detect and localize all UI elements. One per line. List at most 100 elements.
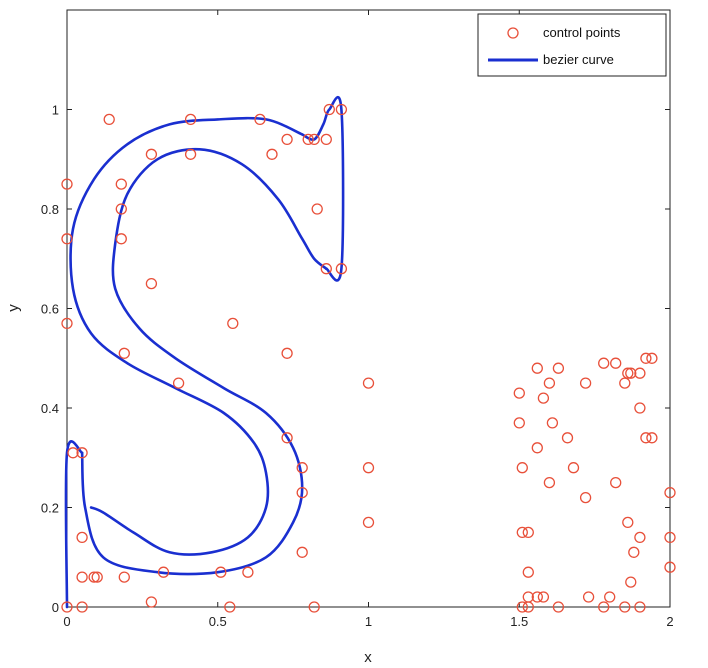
control-point-marker	[76, 531, 88, 544]
control-point-marker	[598, 357, 610, 369]
y-tick-label: 0.8	[41, 202, 59, 217]
legend: control points bezier curve	[477, 13, 667, 77]
control-point-marker	[516, 462, 528, 474]
control-point-marker	[604, 591, 616, 603]
control-point-marker	[516, 601, 528, 613]
control-point-marker	[610, 476, 622, 489]
x-tick-label: 2	[666, 614, 673, 629]
control-point-marker	[619, 601, 631, 613]
control-point-marker	[567, 462, 580, 474]
control-point-marker	[61, 601, 73, 613]
control-point-marker	[516, 526, 528, 539]
control-point-marker	[103, 113, 115, 126]
control-point-marker	[91, 571, 103, 583]
control-point-marker	[311, 203, 323, 215]
control-point-marker	[531, 442, 543, 454]
control-point-marker	[224, 601, 236, 613]
control-point-marker	[302, 133, 314, 146]
control-point-marker	[362, 462, 375, 474]
y-tick-label: 0	[52, 600, 59, 615]
control-point-marker	[622, 516, 634, 529]
y-axis-label: y	[5, 304, 22, 312]
control-point-marker	[335, 103, 348, 116]
control-point-marker	[543, 377, 556, 389]
control-point-marker	[76, 571, 88, 583]
control-point-marker	[619, 377, 631, 389]
control-point-marker	[227, 317, 239, 330]
control-point-marker	[118, 571, 130, 583]
control-point-marker	[634, 601, 646, 613]
control-point-marker	[561, 432, 574, 444]
control-point-marker	[552, 601, 565, 613]
control-point-marker	[320, 133, 332, 146]
control-point-marker	[296, 486, 308, 499]
control-point-marker	[531, 362, 543, 374]
control-point-marker	[537, 392, 550, 404]
control-point-marker	[513, 417, 525, 429]
control-point-marker	[362, 377, 375, 389]
y-tick-label: 1	[52, 103, 59, 118]
control-point-marker	[184, 148, 197, 160]
control-point-marker	[531, 591, 543, 603]
control-point-marker	[664, 531, 676, 544]
control-point-marker	[145, 148, 158, 160]
control-point-marker	[634, 531, 646, 544]
control-point-marker	[61, 317, 73, 330]
control-point-marker	[145, 277, 158, 290]
control-point-marker	[579, 491, 592, 504]
control-point-marker	[543, 476, 556, 489]
control-point-marker	[296, 546, 308, 558]
control-point-marker	[640, 352, 652, 364]
control-point-marker	[323, 103, 335, 116]
control-point-marker	[157, 566, 170, 578]
control-point-marker	[640, 432, 652, 444]
control-point-marker	[296, 462, 308, 474]
control-point-marker	[184, 113, 197, 126]
control-point-marker	[320, 263, 332, 275]
control-point-marker	[61, 178, 73, 190]
plot-area	[66, 9, 671, 608]
control-point-marker	[625, 576, 637, 588]
control-point-marker	[537, 591, 550, 603]
control-points-series	[61, 103, 676, 613]
x-axis-label: x	[364, 649, 372, 666]
control-point-marker	[115, 203, 127, 215]
control-point-marker	[254, 113, 266, 126]
legend-label-bezier-curve: bezier curve	[543, 52, 614, 67]
x-tick-label: 0	[63, 614, 70, 629]
control-point-marker	[61, 233, 73, 245]
control-point-marker	[646, 352, 658, 364]
control-point-marker	[664, 561, 676, 573]
legend-marker-control-points	[507, 27, 519, 39]
control-point-marker	[145, 596, 158, 608]
control-point-marker	[115, 233, 127, 245]
control-point-marker	[634, 367, 646, 379]
control-point-marker	[634, 402, 646, 414]
control-point-marker	[622, 367, 634, 379]
x-tick-label: 1.5	[510, 614, 528, 629]
control-point-marker	[610, 357, 622, 369]
legend-label-control-points: control points	[543, 25, 621, 40]
control-point-marker	[281, 347, 293, 359]
control-point-marker	[552, 362, 565, 374]
control-point-marker	[76, 601, 88, 613]
x-tick-label: 1	[365, 614, 372, 629]
control-point-marker	[308, 601, 320, 613]
y-tick-label: 0.2	[41, 501, 59, 516]
control-point-marker	[118, 347, 130, 359]
control-point-marker	[362, 516, 375, 529]
bezier-curve-line	[80, 147, 328, 576]
control-point-marker	[281, 133, 293, 146]
control-point-marker	[628, 546, 640, 558]
control-point-marker	[308, 133, 320, 146]
control-point-marker	[215, 566, 227, 578]
control-point-marker	[664, 486, 676, 499]
control-point-marker	[522, 566, 534, 578]
control-point-marker	[281, 432, 293, 444]
control-point-marker	[172, 377, 185, 389]
control-point-marker	[88, 571, 100, 583]
bezier-curve-line	[300, 95, 345, 282]
control-point-marker	[546, 417, 559, 429]
y-tick-label: 0.6	[41, 302, 59, 317]
